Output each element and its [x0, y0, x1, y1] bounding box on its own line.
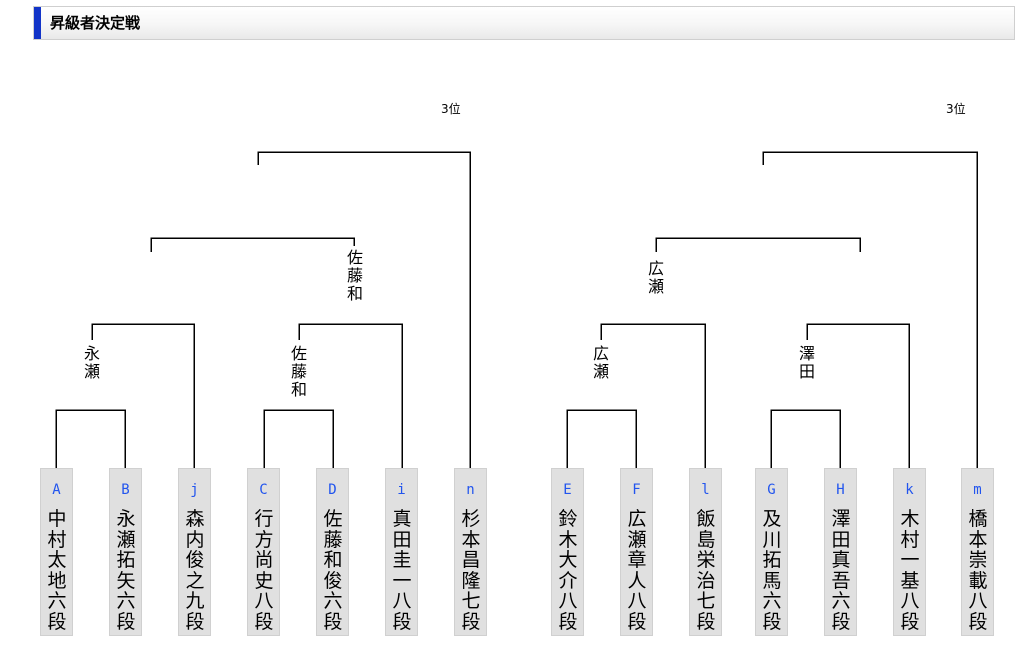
player-card-g[interactable]: G 及川拓馬六段: [755, 468, 788, 636]
player-name: 中村太地六段: [47, 508, 67, 633]
bracket-line-gh-k: [806, 323, 910, 468]
bracket-line-right-semi: [655, 237, 861, 252]
bracket-line-e-f: [566, 409, 637, 468]
player-seed: m: [973, 482, 982, 498]
player-name: 及川拓馬六段: [762, 508, 782, 633]
player-seed: F: [632, 482, 641, 498]
player-card-k[interactable]: k 木村一基八段: [893, 468, 926, 636]
player-card-n[interactable]: n 杉本昌隆七段: [454, 468, 487, 636]
player-card-e[interactable]: E 鈴木大介八段: [551, 468, 584, 636]
player-seed: n: [466, 482, 475, 498]
player-name: 永瀬拓矢六段: [116, 508, 136, 633]
player-card-f[interactable]: F 広瀬章人八段: [620, 468, 653, 636]
player-name: 広瀬章人八段: [627, 508, 647, 633]
bracket-line-right-final: [762, 151, 978, 468]
player-seed: i: [397, 482, 406, 498]
player-name: 飯島栄治七段: [696, 508, 716, 633]
header-accent-bar: [34, 7, 41, 39]
player-card-j[interactable]: j 森内俊之九段: [178, 468, 211, 636]
player-seed: B: [121, 482, 130, 498]
bracket-line-c-d: [263, 409, 334, 468]
winner-left-semifinal: 佐藤和: [346, 248, 363, 303]
third-place-label-right: 3位: [946, 102, 966, 116]
player-seed: E: [563, 482, 572, 498]
player-seed: A: [52, 482, 61, 498]
bracket-line-ab-j: [91, 323, 195, 468]
bracket-line-left-final: [257, 151, 471, 468]
player-name: 杉本昌隆七段: [461, 508, 481, 633]
player-name: 行方尚史八段: [254, 508, 274, 633]
bracket-line-a-b: [55, 409, 126, 468]
bracket-line-cd-i: [298, 323, 403, 468]
page-title: 昇級者決定戦: [50, 14, 141, 32]
player-card-i[interactable]: i 真田圭一八段: [385, 468, 418, 636]
player-name: 真田圭一八段: [392, 508, 412, 633]
bracket-line-ef-l: [600, 323, 706, 468]
player-seed: j: [190, 482, 199, 498]
player-seed: D: [328, 482, 337, 498]
player-card-h[interactable]: H 澤田真吾六段: [824, 468, 857, 636]
player-seed: C: [259, 482, 268, 498]
section-header: 昇級者決定戦: [33, 6, 1015, 40]
player-name: 森内俊之九段: [185, 508, 205, 633]
third-place-label-left: 3位: [441, 102, 461, 116]
player-seed: k: [905, 482, 914, 498]
player-card-l[interactable]: l 飯島栄治七段: [689, 468, 722, 636]
player-name: 橋本崇載八段: [968, 508, 988, 633]
player-seed: l: [701, 482, 710, 498]
player-name: 澤田真吾六段: [831, 508, 851, 633]
player-name: 木村一基八段: [900, 508, 920, 633]
winner-right-round2a: 広瀬: [592, 344, 609, 381]
player-card-c[interactable]: C 行方尚史八段: [247, 468, 280, 636]
player-card-a[interactable]: A 中村太地六段: [40, 468, 73, 636]
player-card-b[interactable]: B 永瀬拓矢六段: [109, 468, 142, 636]
player-card-d[interactable]: D 佐藤和俊六段: [316, 468, 349, 636]
player-name: 佐藤和俊六段: [323, 508, 343, 633]
winner-left-round1: 永瀬: [83, 344, 100, 381]
winner-left-round2: 佐藤和: [290, 344, 307, 399]
winner-right-semifinal: 広瀬: [647, 259, 664, 296]
player-seed: G: [767, 482, 776, 498]
player-card-m[interactable]: m 橋本崇載八段: [961, 468, 994, 636]
winner-right-round2b: 澤田: [798, 344, 815, 381]
player-seed: H: [836, 482, 845, 498]
bracket-line-left-semi: [150, 237, 355, 252]
bracket-line-g-h: [770, 409, 841, 468]
player-name: 鈴木大介八段: [558, 508, 578, 633]
